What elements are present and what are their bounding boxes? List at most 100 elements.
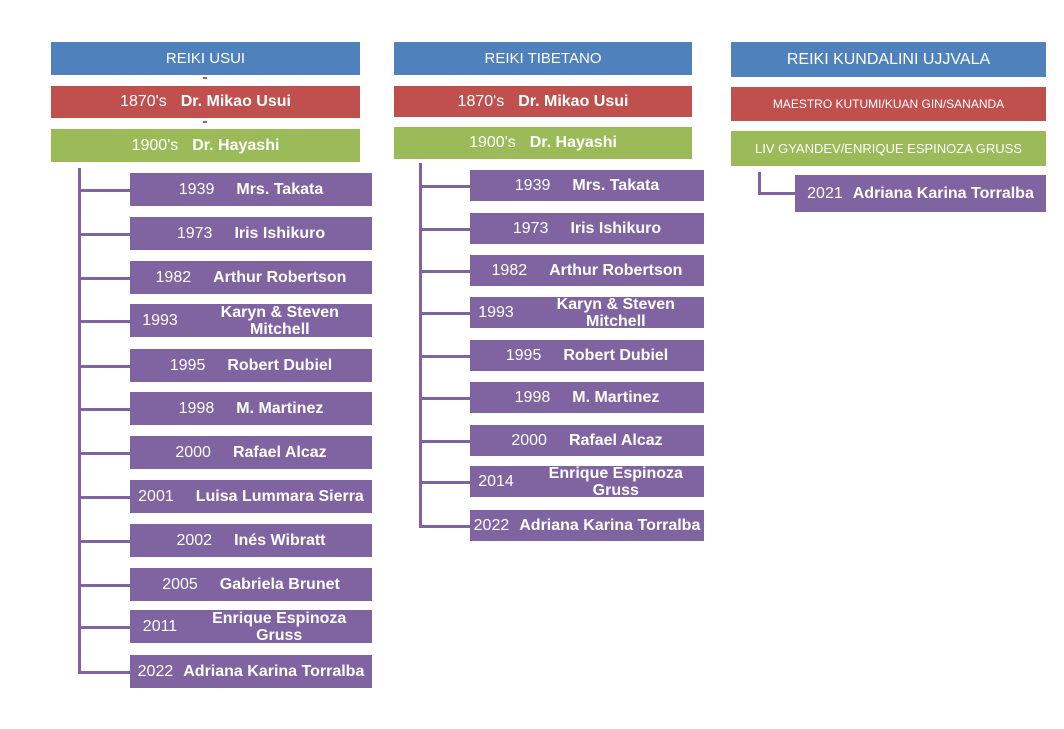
lineage-item: 2022 Adriana Karina Torralba [130,655,372,688]
item-year: 2022 [137,662,174,680]
tree-branch [78,451,130,455]
lineage-item: 2000 Rafael Alcaz [470,425,704,456]
item-name: Iris Ishikuro [234,224,326,242]
lineage-item: 2022 Adriana Karina Torralba [470,510,704,541]
tree-trunk-usui [78,168,81,674]
tree-branch [419,269,470,273]
tree-branch [78,407,130,411]
lineage-item: 1982 Arthur Robertson [130,261,372,294]
tree-branch [419,439,470,443]
tree-trunk-kundalini [758,172,761,194]
tree-branch [758,192,795,195]
item-year: 1982 [155,268,192,286]
level2-year: 1900's [469,134,516,151]
level2-name: Dr. Hayashi [529,134,617,151]
item-name: Karyn & Steven Mitchell [220,303,339,338]
item-year: 2014 [478,472,514,490]
tree-branch [419,311,470,315]
tree-trunk-tibetano [419,163,422,526]
column-title-text: REIKI USUI [165,50,246,67]
tree-branch [78,319,130,323]
tree-branch [78,670,130,674]
connector [203,121,207,123]
tree-branch [419,396,470,400]
tree-branch [78,188,130,192]
item-name: Arthur Robertson [549,261,683,279]
item-name: Adriana Karina Torralba [183,662,365,680]
lineage-item: 2011 Enrique Espinoza Gruss [130,609,372,644]
item-name: M. Martinez [236,399,324,417]
column-title-usui: REIKI USUI [51,42,360,75]
item-year: 1973 [512,219,549,237]
item-name: Rafael Alcaz [568,431,663,449]
level1-box-tibetano: 1870's Dr. Mikao Usui [394,86,692,117]
item-year: 1993 [478,303,514,321]
tree-branch [78,625,130,629]
level2-year: 1900's [131,136,179,154]
item-year: 1939 [514,176,551,194]
item-name: Enrique Espinoza Gruss [548,464,683,499]
level2-box-tibetano: 1900's Dr. Hayashi [394,127,692,159]
lineage-item: 1939 Mrs. Takata [130,173,372,206]
tree-branch [419,354,470,358]
column-title-tibetano: REIKI TIBETANO [394,42,692,75]
tree-branch [419,480,470,484]
item-name: Karyn & Steven Mitchell [556,295,675,330]
tree-branch [419,184,470,188]
lineage-item: 2014 Enrique Espinoza Gruss [470,464,704,499]
item-year: 2000 [511,431,547,449]
lineage-item: 1998 M. Martinez [130,392,372,425]
item-name: Robert Dubiel [563,346,669,364]
item-year: 1973 [176,224,213,242]
item-name: Robert Dubiel [227,356,333,374]
level1-box-kundalini: MAESTRO KUTUMI/KUAN GIN/SANANDA [731,87,1046,121]
connector [203,77,207,79]
item-year: 1998 [178,399,215,417]
item-year: 2022 [473,516,510,534]
level1-name: Dr. Mikao Usui [180,93,291,110]
item-year: 2005 [162,575,198,593]
item-name: Arthur Robertson [213,268,347,286]
item-name: Luisa Lummara Sierra [195,487,364,505]
lineage-item: 1973 Iris Ishikuro [470,213,704,244]
level1-name: Dr. Mikao Usui [518,92,629,110]
level2-box-kundalini: LIV GYANDEV/ENRIQUE ESPINOZA GRUSS [731,131,1046,166]
item-name: Inés Wibratt [234,531,326,549]
tree-branch [78,583,130,587]
item-name: Iris Ishikuro [570,219,662,237]
item-name: Adriana Karina Torralba [519,516,701,534]
item-name: Enrique Espinoza Gruss [212,609,347,644]
item-name: Mrs. Takata [236,180,324,198]
item-name: M. Martinez [572,388,660,406]
item-name: Rafael Alcaz [232,443,327,461]
level1-year: 1870's [120,93,167,110]
lineage-item-kundalini: 2021 Adriana Karina Torralba [795,175,1046,212]
item-year: 1939 [178,180,215,198]
item-year: 2011 [142,617,178,635]
item-name: Adriana Karina Torralba [852,184,1034,202]
item-name: Mrs. Takata [572,176,660,194]
lineage-item: 1993 Karyn & Steven Mitchell [470,295,704,330]
tree-branch [78,232,130,236]
tree-branch [419,227,470,231]
level2-box-usui: 1900's Dr. Hayashi [51,129,360,162]
tree-branch [78,495,130,499]
item-year: 2000 [175,443,211,461]
tree-branch [78,364,130,368]
tree-branch [78,539,130,543]
column-title-text: REIKI TIBETANO [484,50,602,67]
level1-name: MAESTRO KUTUMI/KUAN GIN/SANANDA [772,97,1005,111]
lineage-item: 1998 M. Martinez [470,382,704,413]
level1-box-usui: 1870's Dr. Mikao Usui [51,86,360,118]
item-year: 1998 [514,388,551,406]
level2-name: Dr. Hayashi [192,136,280,154]
item-year: 2021 [807,184,843,202]
lineage-item: 1973 Iris Ishikuro [130,217,372,250]
